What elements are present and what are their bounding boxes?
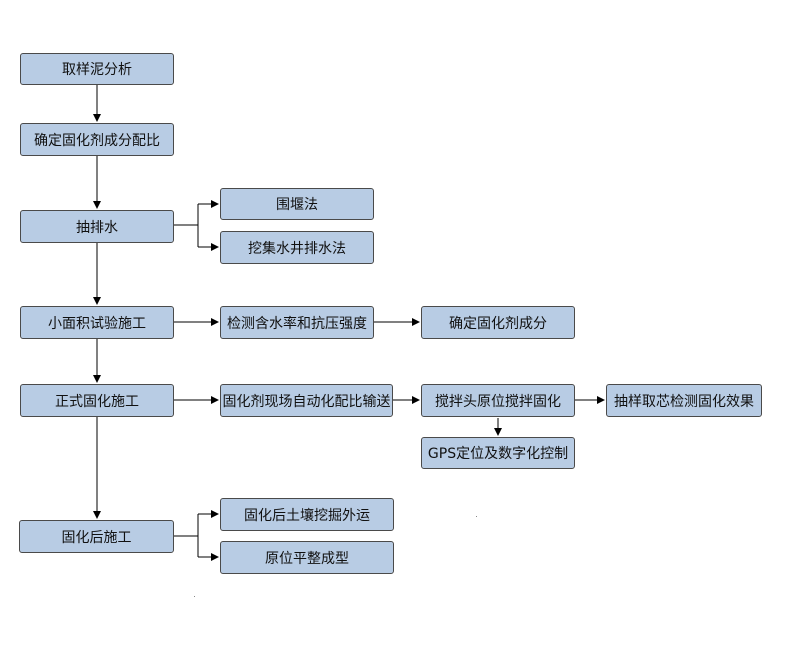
node-core-test: 抽样取芯检测固化效果 bbox=[606, 384, 762, 417]
node-cofferdam: 围堰法 bbox=[220, 188, 374, 220]
node-excavate: 固化后土壤挖掘外运 bbox=[220, 498, 394, 531]
node-gps: GPS定位及数字化控制 bbox=[421, 437, 575, 469]
node-ratio: 确定固化剂成分配比 bbox=[20, 123, 174, 156]
node-confirm-component: 确定固化剂成分 bbox=[421, 306, 575, 339]
node-auto-mix: 固化剂现场自动化配比输送 bbox=[220, 384, 393, 417]
node-post: 固化后施工 bbox=[19, 520, 174, 553]
speck bbox=[476, 516, 477, 517]
node-sump-well: 挖集水井排水法 bbox=[220, 231, 374, 264]
node-formal: 正式固化施工 bbox=[20, 384, 174, 417]
node-sample-analysis: 取样泥分析 bbox=[20, 53, 174, 85]
node-leveling: 原位平整成型 bbox=[220, 541, 394, 574]
node-pilot: 小面积试验施工 bbox=[20, 306, 174, 339]
node-test-strength: 检测含水率和抗压强度 bbox=[220, 306, 374, 339]
node-drainage: 抽排水 bbox=[20, 210, 174, 243]
node-in-situ-mix: 搅拌头原位搅拌固化 bbox=[421, 384, 575, 417]
speck bbox=[194, 596, 195, 597]
